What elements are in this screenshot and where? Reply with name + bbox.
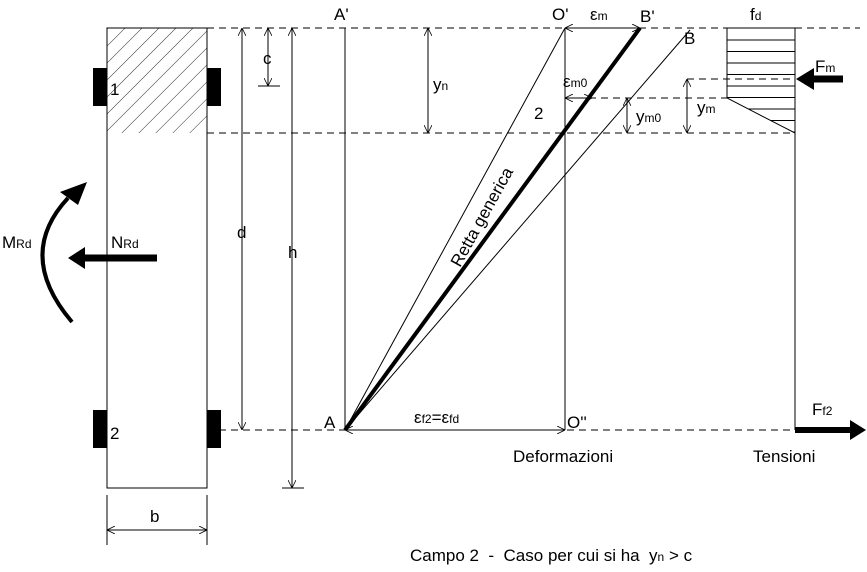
deformation-diagram: A' A O' O'' B' B εm εm0 εf2=εfd yn ym0 2…	[324, 5, 695, 466]
rebar-bottom-left	[93, 410, 107, 448]
svg-text:yn: yn	[433, 75, 448, 94]
height-label: h	[288, 243, 297, 262]
generic-strain-line	[343, 26, 642, 432]
yn: y	[433, 75, 442, 94]
rebar-label-2: 2	[110, 424, 119, 443]
axial-label: N	[111, 233, 123, 252]
moment-label: M	[2, 233, 16, 252]
point-B: B	[684, 29, 695, 48]
svg-text:NRd: NRd	[111, 233, 139, 252]
svg-text:Ff2: Ff2	[812, 400, 833, 419]
rebar-label-1: 1	[110, 80, 119, 99]
strain-m: ε	[590, 5, 598, 24]
line-A-O'	[344, 27, 566, 431]
svg-text:εm0: εm0	[563, 72, 588, 91]
moment-arrowhead-icon	[60, 182, 87, 205]
deformations-title: Deformazioni	[513, 447, 613, 466]
point-A: A	[324, 413, 336, 432]
ym: y	[697, 98, 706, 117]
stress-diagram: fd ym Fm Ff2 Tensioni	[687, 5, 866, 466]
ym-sub: m	[706, 102, 716, 116]
rebar-top-right	[207, 68, 221, 106]
axial-sub: Rd	[123, 237, 138, 251]
ym0: y	[636, 107, 645, 126]
svg-text:fd: fd	[750, 5, 761, 24]
point-O-top: O'	[552, 5, 568, 24]
line-A-B	[344, 29, 691, 431]
svg-text:εf2=εfd: εf2=εfd	[414, 408, 459, 427]
strain-m-sub: m	[598, 9, 608, 23]
strain-m0: ε	[563, 72, 571, 91]
point-A-top: A'	[334, 5, 349, 24]
fd-sub: d	[755, 9, 762, 23]
equals: =	[432, 408, 442, 427]
point-O-bottom: O''	[567, 413, 587, 432]
strain-f2: ε	[414, 408, 422, 427]
yn-sub: n	[442, 79, 449, 93]
rebar-bottom-right	[207, 410, 221, 448]
stresses-title: Tensioni	[753, 447, 815, 466]
width-label: b	[150, 507, 159, 526]
point-B-top: B'	[640, 7, 655, 26]
svg-text:Fm: Fm	[815, 57, 835, 76]
strain-fd: ε	[442, 408, 450, 427]
svg-text:ym: ym	[697, 98, 716, 117]
depth-label: d	[237, 223, 246, 242]
strain-fd-sub: fd	[449, 412, 459, 426]
Ff2-sub: f2	[822, 404, 832, 418]
caption-text: Campo 2 - Caso per cui si ha	[410, 546, 649, 565]
caption-y-sub: n	[658, 550, 665, 564]
svg-text:εm: εm	[590, 5, 608, 24]
caption-y: y	[649, 546, 658, 565]
Fm: F	[815, 57, 825, 76]
rebar-top-left	[93, 68, 107, 106]
cover-label: c	[263, 49, 272, 68]
svg-text:ym0: ym0	[636, 107, 661, 126]
strain-m0-sub: m0	[571, 76, 588, 90]
moment-sub: Rd	[16, 237, 31, 251]
field-number: 2	[534, 104, 543, 123]
strain-f2-sub: f2	[422, 412, 432, 426]
caption: Campo 2 - Caso per cui si ha yn > c	[410, 546, 693, 565]
caption-rest: > c	[664, 546, 692, 565]
ym0-sub: m0	[645, 111, 662, 125]
cross-section: 1 2	[93, 27, 221, 489]
svg-text:MRd: MRd	[2, 233, 32, 252]
Ff2: F	[812, 400, 822, 419]
fd: f	[750, 5, 755, 24]
moment-arrow	[40, 196, 74, 324]
compressed-zone-hatch	[107, 28, 207, 133]
Fm-sub: m	[825, 61, 835, 75]
